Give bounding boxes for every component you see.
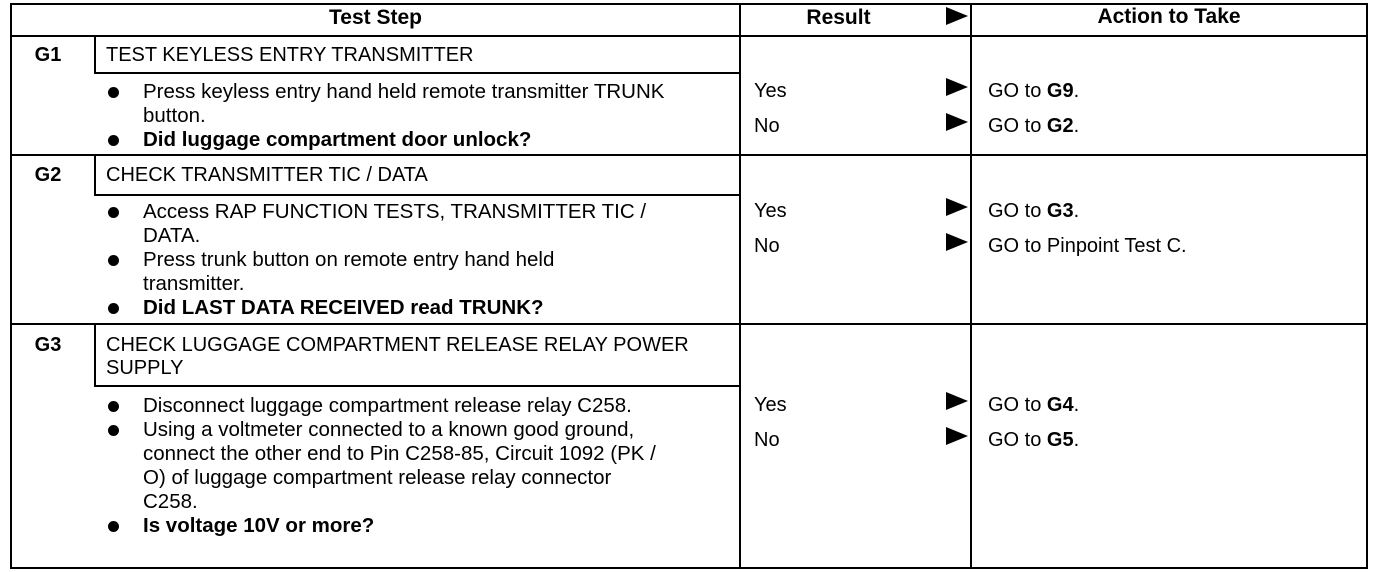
step-id-g3: G3 [34,334,62,356]
action-yes-g1: GO to G9. [988,80,1080,102]
bullet-icon [108,425,119,436]
action-no-g2: GO to Pinpoint Test C. [988,235,1187,257]
action-no-g1: GO to G2. [988,115,1080,137]
list-item: Did luggage compartment door unlock? [106,128,726,152]
result-yes-g2: Yes [754,200,787,222]
step-id-divider-g3 [94,324,96,386]
header-test-step: Test Step [329,6,422,29]
step-separator-g1-g2 [10,154,1368,156]
arrow-right-icon [946,233,968,251]
header-arrow-icon [946,7,968,25]
title-underline-g2 [94,194,740,196]
column-divider-result-action [970,3,972,569]
action-yes-g3: GO to G4. [988,394,1080,416]
step-id-g1: G1 [34,44,62,66]
title-underline-g1 [94,72,740,74]
step-bullets-g1: Press keyless entry hand held remote tra… [106,80,726,152]
step-title-g1: TEST KEYLESS ENTRY TRANSMITTER [106,44,474,66]
result-no-g1: No [754,115,780,137]
header-action: Action to Take [1097,5,1241,28]
step-id-divider-g2 [94,155,96,195]
result-no-g3: No [754,429,780,451]
column-divider-step-result [739,3,741,569]
table-border-left [10,3,12,569]
list-item: Press keyless entry hand held remote tra… [106,80,726,128]
arrow-right-icon [946,392,968,410]
step-id-divider-g1 [94,35,96,73]
list-item: Disconnect luggage compartment release r… [106,394,726,418]
list-item: Did LAST DATA RECEIVED read TRUNK? [106,296,726,320]
action-yes-g2: GO to G3. [988,200,1080,222]
title-underline-g3 [94,385,740,387]
step-title-g3: CHECK LUGGAGE COMPARTMENT RELEASE RELAY … [106,334,689,379]
bullet-icon [108,303,119,314]
list-item: Access RAP FUNCTION TESTS, TRANSMITTER T… [106,200,726,248]
step-bullets-g2: Access RAP FUNCTION TESTS, TRANSMITTER T… [106,200,726,320]
step-title-g2: CHECK TRANSMITTER TIC / DATA [106,164,428,186]
table-border-bottom [10,567,1368,569]
action-no-g3: GO to G5. [988,429,1080,451]
step-separator-g2-g3 [10,323,1368,325]
arrow-right-icon [946,113,968,131]
result-yes-g3: Yes [754,394,787,416]
table-border-top [10,3,1368,5]
result-yes-g1: Yes [754,80,787,102]
step-bullets-g3: Disconnect luggage compartment release r… [106,394,726,538]
arrow-right-icon [946,78,968,96]
list-item: Using a voltmeter connected to a known g… [106,418,726,514]
step-id-g2: G2 [34,164,62,186]
bullet-icon [108,255,119,266]
header-result: Result [806,6,871,29]
arrow-right-icon [946,427,968,445]
list-item: Press trunk button on remote entry hand … [106,248,726,296]
bullet-icon [108,207,119,218]
bullet-icon [108,401,119,412]
result-no-g2: No [754,235,780,257]
bullet-icon [108,521,119,532]
list-item: Is voltage 10V or more? [106,514,726,538]
bullet-icon [108,87,119,98]
arrow-right-icon [946,198,968,216]
header-divider [10,35,1368,37]
bullet-icon [108,135,119,146]
table-border-right [1366,3,1368,569]
